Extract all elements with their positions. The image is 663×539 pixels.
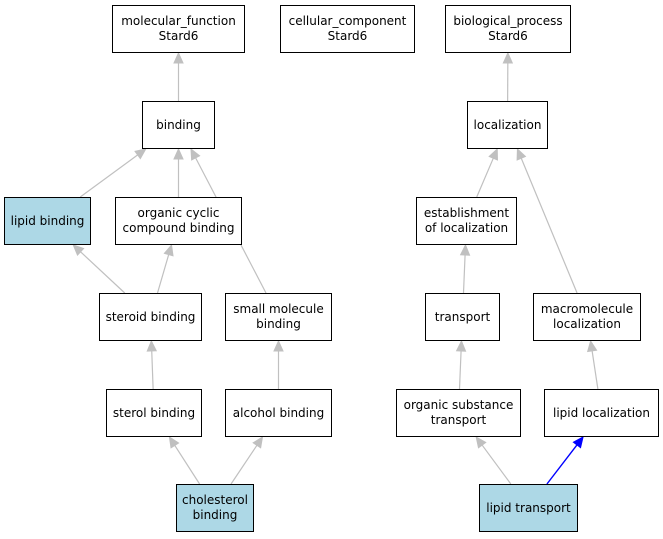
arrowhead-establishment_of_localization-to-localization [488,147,498,161]
node-biological-process[interactable]: biological_process Stard6 [445,5,571,53]
node-establishment-of-localization[interactable]: establishment of localization [416,197,517,245]
arrowhead-lipid_localization-to-macromolecule_localization [586,339,598,353]
node-lipid-transport[interactable]: lipid transport [479,484,578,532]
arrowhead-steroid_binding-to-lipid_binding [72,244,85,257]
edge-transport-to-establishment_of_localization [462,254,466,294]
node-organic-cyclic-compound-binding[interactable]: organic cyclic compound binding [115,197,242,245]
node-lipid-localization[interactable]: lipid localization [544,389,659,437]
node-localization[interactable]: localization [467,101,548,149]
arrowhead-steroid_binding-to-organic_cyclic_compound_binding [163,243,174,257]
node-steroid-binding[interactable]: steroid binding [99,293,202,341]
arrowhead-macromolecule_localization-to-localization [516,147,527,161]
node-lipid-binding[interactable]: lipid binding [4,197,91,245]
node-small-molecule-binding[interactable]: small molecule binding [225,293,332,341]
edge-macromolecule_localization-to-localization [520,158,578,294]
arrowhead-localization-to-biological_process [502,51,514,64]
arrowhead-sterol_binding-to-steroid_binding [146,339,158,352]
node-organic-substance-transport[interactable]: organic substance transport [396,389,521,437]
arrowhead-alcohol_binding-to-small_molecule_binding [273,339,284,352]
node-molecular-function[interactable]: molecular_function Stard6 [112,5,245,53]
arrowhead-lipid_transport-to-organic_substance_transport [475,436,487,449]
node-binding[interactable]: binding [142,101,215,149]
edge-organic_substance_transport-to-transport [458,350,462,390]
edge-steroid_binding-to-organic_cyclic_compound_binding [156,254,170,294]
arrowhead-small_molecule_binding-to-binding [190,147,201,161]
arrowhead-transport-to-establishment_of_localization [459,243,471,256]
edge-lipid_transport-to-organic_substance_transport [481,444,512,485]
edge-cholesterol_binding-to-sterol_binding [174,445,201,485]
arrowhead-organic_substance_transport-to-transport [455,339,467,352]
arrowhead-lipid_transport-to-lipid_localization [572,436,584,449]
node-alcohol-binding[interactable]: alcohol binding [225,389,332,437]
arrowhead-binding-to-molecular_function [173,51,184,64]
node-cellular-component[interactable]: cellular_component Stard6 [280,5,415,53]
edge-lipid_binding-to-binding [79,154,139,198]
edge-establishment_of_localization-to-localization [476,157,494,198]
arrowhead-lipid_binding-to-binding [134,148,147,160]
node-sterol-binding[interactable]: sterol binding [106,389,202,437]
edge-lipid_transport-to-lipid_localization [546,444,578,485]
edge-sterol_binding-to-steroid_binding [151,350,154,390]
arrowhead-cholesterol_binding-to-alcohol_binding [252,435,264,449]
node-transport[interactable]: transport [425,293,500,341]
node-macromolecule-localization[interactable]: macromolecule localization [533,293,641,341]
arrowhead-cholesterol_binding-to-sterol_binding [168,435,180,449]
node-cholesterol-binding[interactable]: cholesterol binding [176,484,254,532]
edge-cholesterol_binding-to-alcohol_binding [230,444,258,485]
edge-steroid_binding-to-lipid_binding [80,251,126,294]
edge-lipid_localization-to-macromolecule_localization [591,350,599,390]
arrowhead-organic_cyclic_compound_binding-to-binding [173,147,184,160]
